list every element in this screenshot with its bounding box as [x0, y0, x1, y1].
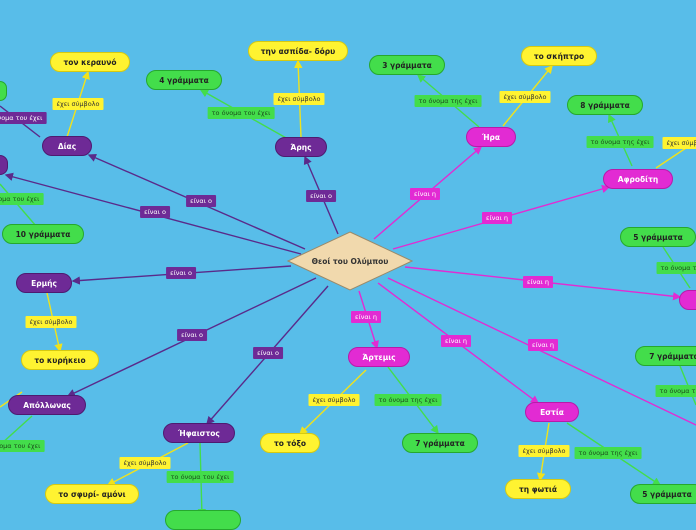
name-link-label-apollonas: το όνομα του έχει [0, 440, 45, 452]
name-link-label-ifaistos: το όνομα του έχει [166, 471, 234, 483]
link-label-apollonas: είναι ο [177, 329, 207, 341]
node-aris[interactable]: Άρης [275, 137, 327, 157]
symbol-aris[interactable]: την ασπίδα- δόρυ [248, 41, 348, 61]
letters-ifaistos[interactable] [165, 510, 241, 530]
name-link-label-right: το όνομα της έχει [655, 385, 696, 397]
name-link-label-offleft: το όνομα του έχει [0, 193, 44, 205]
link-label-ermis: είναι ο [166, 267, 196, 279]
link-label-artemis: είναι η [350, 311, 382, 323]
node-ira[interactable]: Ήρα [466, 127, 516, 147]
letters-unknown[interactable]: 5 γράμματα [620, 227, 696, 247]
link-label-offleft: είναι ο [140, 206, 170, 218]
symbol-link-label-dias: έχει σύμβολο [52, 98, 104, 110]
symbol-ermis[interactable]: το κυρήκειο [21, 350, 99, 370]
link-label-offright2: είναι η [527, 339, 559, 351]
central-topic[interactable]: Θεοί του Ολύμπου [287, 231, 413, 291]
node-afroditi[interactable]: Αφροδίτη [603, 169, 673, 189]
name-link-label-ira: το όνομα της έχει [414, 95, 482, 107]
link-label-offright: είναι η [522, 276, 554, 288]
letters-ira[interactable]: 3 γράμματα [369, 55, 445, 75]
symbol-link-label-ifaistos: έχει σύμβολο [119, 457, 171, 469]
name-link-label-unknown: το όνομα της έχει [656, 262, 696, 274]
edge-offright2 [387, 277, 696, 426]
symbol-dias[interactable]: τον κεραυνό [50, 52, 130, 72]
node-artemis[interactable]: Άρτεμις [348, 347, 410, 367]
symbol-link-label-afroditi: έχει σύμβολο [662, 137, 696, 149]
letters-estia[interactable]: 5 γράμματα [630, 484, 696, 504]
name-link-label-afroditi: το όνομα της έχει [586, 136, 654, 148]
node-apollonas[interactable]: Απόλλωνας [8, 395, 86, 415]
link-label-aris: είναι ο [306, 190, 336, 202]
letters-afroditi[interactable]: 8 γράμματα [567, 95, 643, 115]
symbol-link-label-ermis: έχει σύμβολο [25, 316, 77, 328]
link-label-ifaistos: είναι ο [253, 347, 283, 359]
central-topic-shape [287, 231, 413, 291]
symbol-link-label-estia: έχει σύμβολο [518, 445, 570, 457]
symbol-ifaistos[interactable]: το σφυρί- αμόνι [45, 484, 139, 504]
node-ifaistos[interactable]: Ήφαιστος [163, 423, 235, 443]
node-ermis[interactable]: Ερμής [16, 273, 72, 293]
link-label-ira: είναι η [409, 188, 441, 200]
link-label-dias: είναι ο [186, 195, 216, 207]
link-label-estia: είναι η [440, 335, 472, 347]
symbol-estia[interactable]: τη φωτιά [505, 479, 571, 499]
symbol-link-label-ira: έχει σύμβολο [499, 91, 551, 103]
node-offscreen-right[interactable] [679, 290, 696, 310]
symbol-link-label-aris: έχει σύμβολο [273, 93, 325, 105]
letters-apollonas[interactable]: 10 γράμματα [2, 224, 84, 244]
name-link-label-aris: το όνομα του έχει [207, 107, 275, 119]
name-link-label-dias: το όνομα του έχει [0, 112, 47, 124]
name-link-label-artemis: το όνομα της έχει [374, 394, 442, 406]
node-estia[interactable]: Εστία [525, 402, 579, 422]
name-link-label-estia: το όνομα της έχει [574, 447, 642, 459]
node-dias[interactable]: Δίας [42, 136, 92, 156]
central-topic-label: Θεοί του Ολύμπου [311, 256, 389, 266]
letters-aris[interactable]: 4 γράμματα [146, 70, 222, 90]
link-label-afroditi: είναι η [481, 212, 513, 224]
symbol-link-label-artemis: έχει σύμβολο [308, 394, 360, 406]
symbol-ira[interactable]: το σκήπτρο [521, 46, 597, 66]
letters-right[interactable]: 7 γράμματα [635, 346, 696, 366]
symbol-artemis[interactable]: το τόξο [260, 433, 320, 453]
letters-artemis[interactable]: 7 γράμματα [402, 433, 478, 453]
